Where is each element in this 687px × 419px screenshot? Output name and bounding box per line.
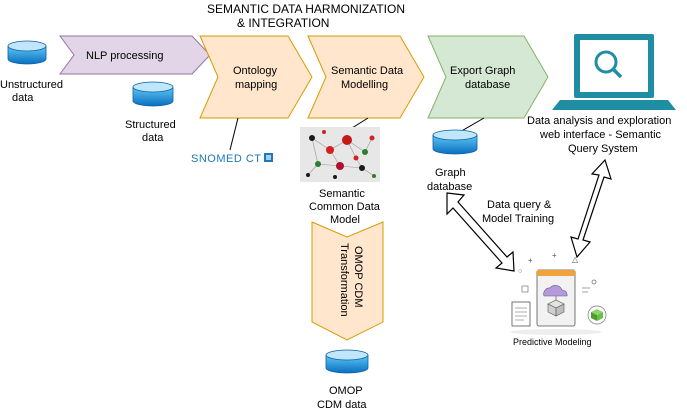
omop-cdm-label-2: CDM data <box>317 399 367 411</box>
semantic-modelling-step <box>307 35 425 119</box>
nlp-label: NLP processing <box>86 50 163 62</box>
predictive-label: Predictive Modeling <box>513 337 592 347</box>
snomed-logo-text: SNOMED CT <box>191 153 262 165</box>
structured-db-icon <box>132 81 174 107</box>
web-interface-label-2: web interface - Semantic <box>539 129 662 141</box>
cdm-connector <box>351 117 369 129</box>
semantic-label-2: Modelling <box>341 79 388 91</box>
network-graph-icon <box>300 127 380 182</box>
unstructured-label-2: data <box>12 92 34 104</box>
svg-text:△: △ <box>572 255 579 264</box>
predictive-modeling-icon: + + △ ○ <box>510 251 607 335</box>
semantic-label: Semantic Data <box>331 65 404 77</box>
snomed-logo-icon <box>264 153 273 162</box>
export-label-2: database <box>465 79 510 91</box>
laptop-search-icon <box>552 34 676 110</box>
snomed-connector <box>229 117 239 151</box>
cdm-label: Semantic <box>319 188 365 200</box>
omop-db-icon <box>325 349 369 374</box>
web-interface-label: Data analysis and exploration <box>527 115 671 127</box>
structured-label: Structured <box>125 119 176 131</box>
web-interface-label-3: Query System <box>568 143 638 155</box>
diagram-title-line2: & INTEGRATION <box>237 16 329 30</box>
ontology-label: Ontology <box>233 65 278 77</box>
omop-label-2: Transformation <box>338 243 350 317</box>
svg-text:+: + <box>552 251 557 260</box>
unstructured-label: Unstructured <box>0 79 63 91</box>
ontology-mapping-step <box>199 35 313 119</box>
export-graph-step <box>427 35 549 119</box>
svg-text:+: + <box>528 256 533 265</box>
export-label: Export Graph <box>450 65 515 77</box>
unstructured-db-icon <box>7 40 47 65</box>
graph-db-icon <box>432 129 478 155</box>
omop-label: OMOP CDM <box>352 246 364 308</box>
omop-cdm-label: OMOP <box>329 385 363 397</box>
double-arrow-laptop-predictive <box>570 158 612 259</box>
cdm-label-3: Model <box>330 214 360 226</box>
graph-db-label-2: database <box>427 181 472 193</box>
query-label: Data query & <box>487 199 552 211</box>
structured-label-2: data <box>142 132 164 144</box>
svg-text:○: ○ <box>518 268 522 275</box>
graph-db-label: Graph <box>435 167 466 179</box>
ontology-label-2: mapping <box>235 79 277 91</box>
cdm-label-2: Common Data <box>309 201 381 213</box>
double-arrow-graph-predictive <box>446 192 515 272</box>
diagram-title: SEMANTIC DATA HARMONIZATION <box>207 2 405 16</box>
query-label-2: Model Training <box>482 213 554 225</box>
omop-transformation-step <box>311 221 384 341</box>
nlp-processing-step <box>59 35 211 75</box>
